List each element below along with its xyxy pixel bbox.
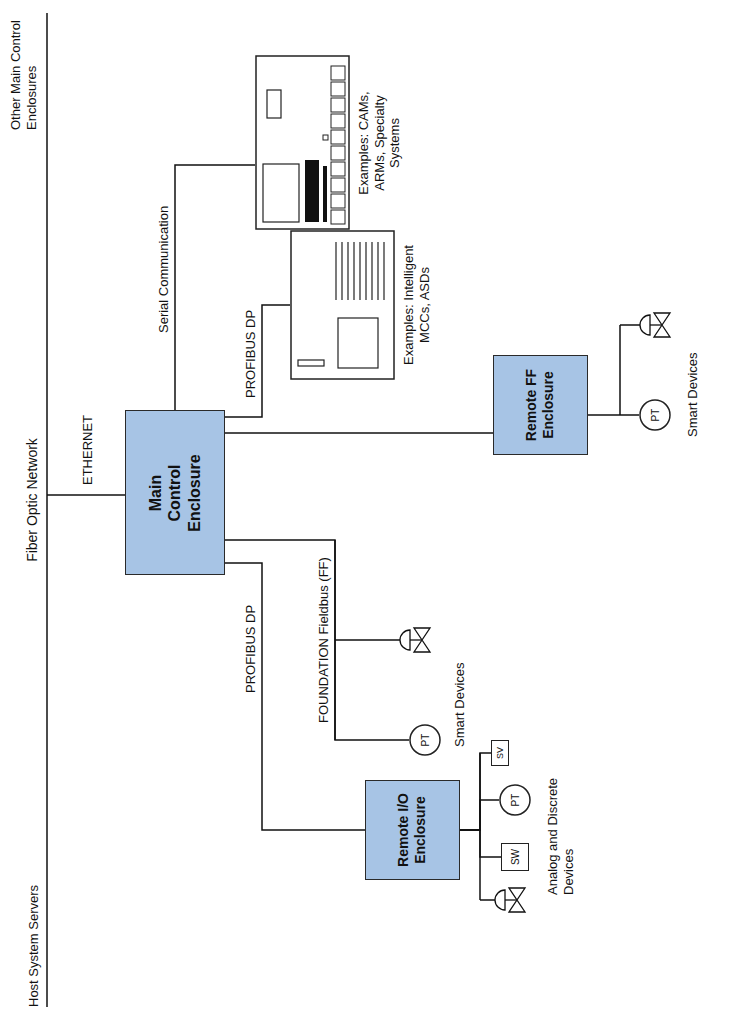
network-end-label: Host System Servers bbox=[26, 885, 42, 1007]
node-label: SV bbox=[495, 747, 505, 759]
remote-enclosure-box: Remote FF Enclosure bbox=[493, 355, 588, 455]
ff-bus-line bbox=[619, 325, 621, 415]
example-caption: Examples: Intelligent MCCs, ASDs bbox=[401, 240, 432, 370]
bus-connector bbox=[225, 540, 409, 740]
control-valve-symbol bbox=[495, 888, 525, 912]
control-valve-symbol bbox=[400, 628, 430, 652]
bus-label: PROFIBUS DP bbox=[243, 308, 259, 400]
valve-drop bbox=[620, 324, 640, 326]
link-label: ETHERNET bbox=[80, 415, 96, 485]
transmitter-circle: PT bbox=[639, 399, 671, 431]
node-label: SW bbox=[510, 849, 521, 865]
bus-connector bbox=[460, 830, 501, 857]
example-caption: Examples: CAMs, ARMs, Specialty Systems bbox=[356, 83, 403, 203]
bus-connector bbox=[225, 432, 493, 434]
node-label: PT bbox=[420, 734, 431, 747]
bus-connector bbox=[460, 753, 491, 830]
node-label: Main Control Enclosure bbox=[146, 448, 204, 538]
bus-connector bbox=[225, 305, 290, 417]
remote-enclosure-box: Remote I/O Enclosure bbox=[365, 780, 460, 880]
bus-connector bbox=[588, 414, 639, 416]
device-illustration: Examples: Intelligent MCCs, ASDs bbox=[290, 220, 432, 390]
transmitter-circle: PT bbox=[499, 784, 531, 816]
device-picture bbox=[255, 56, 350, 231]
fiber-optic-network-line bbox=[46, 13, 48, 1007]
main-control-box: Main Control Enclosure bbox=[125, 411, 225, 576]
node-label: Remote I/O Enclosure bbox=[395, 789, 429, 871]
device-group-label: Smart Devices bbox=[452, 662, 468, 747]
device-illustration: Examples: CAMs, ARMs, Specialty Systems bbox=[255, 51, 403, 236]
ethernet-line bbox=[47, 494, 130, 496]
solenoid-valve-box: SV bbox=[491, 740, 509, 766]
switch-box: SW bbox=[501, 843, 529, 871]
device-group-label: Analog and Discrete Devices bbox=[545, 770, 576, 895]
bus-label: Serial Communication bbox=[156, 204, 172, 335]
bus-label: PROFIBUS DP bbox=[243, 603, 259, 695]
network-label: Fiber Optic Network bbox=[24, 430, 41, 570]
device-picture bbox=[290, 230, 395, 380]
transmitter-circle: PT bbox=[409, 724, 441, 756]
node-label: PT bbox=[510, 794, 521, 807]
valve-drop bbox=[480, 899, 495, 901]
network-end-label: Other Main Control Enclosures bbox=[8, 5, 39, 130]
device-group-label: Smart Devices bbox=[685, 352, 701, 437]
valve-drop bbox=[335, 639, 400, 641]
bus-label: FOUNDATION Fieldbus (FF) bbox=[316, 555, 332, 725]
node-label: Remote FF Enclosure bbox=[523, 364, 557, 446]
control-valve-symbol bbox=[640, 313, 670, 337]
bus-connector bbox=[225, 563, 365, 830]
node-label: PT bbox=[650, 409, 661, 422]
